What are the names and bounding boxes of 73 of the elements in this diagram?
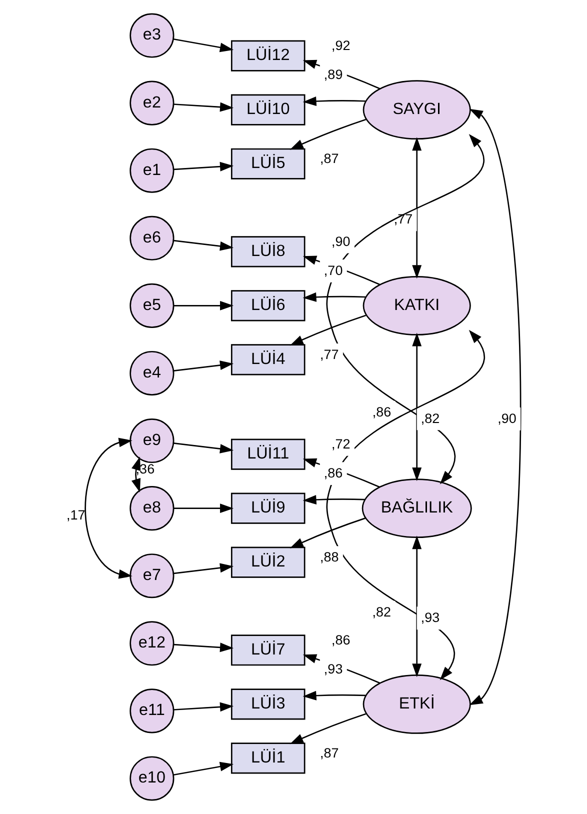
edge-label: ,89 bbox=[324, 67, 343, 82]
edge-label: ,82 bbox=[420, 410, 440, 426]
arrow bbox=[412, 137, 422, 279]
edge-label: ,82 bbox=[372, 604, 392, 620]
node-circle: e9 bbox=[130, 418, 174, 464]
edge-label: ,77 bbox=[394, 212, 413, 227]
edge-label: ,70 bbox=[324, 262, 343, 278]
edge-label: ,93 bbox=[324, 661, 343, 676]
node-box: LÜİ1 bbox=[230, 742, 306, 774]
arrow bbox=[174, 702, 234, 712]
node-circle: e6 bbox=[130, 216, 174, 260]
node-box: LÜİ2 bbox=[230, 546, 306, 578]
arrow bbox=[290, 518, 366, 548]
node-box: LÜİ4 bbox=[230, 344, 306, 376]
arrow bbox=[412, 332, 422, 482]
arrow bbox=[173, 762, 234, 776]
node-ellipse: ETKİ bbox=[362, 674, 471, 734]
arrow bbox=[173, 38, 234, 52]
edge-label: ,72 bbox=[332, 436, 350, 452]
arrow bbox=[290, 713, 366, 744]
edge-label: ,87 bbox=[320, 151, 339, 166]
arrow bbox=[412, 536, 422, 678]
edge-label: ,90 bbox=[332, 234, 350, 249]
node-box: LÜİ9 bbox=[230, 492, 306, 524]
node-circle: e5 bbox=[130, 283, 174, 328]
node-ellipse: SAYGI bbox=[362, 80, 471, 140]
node-box: LÜİ11 bbox=[230, 438, 306, 470]
node-box: LÜİ3 bbox=[230, 688, 306, 720]
node-ellipse: KATKI bbox=[362, 276, 471, 336]
edge-label: ,77 bbox=[320, 346, 339, 362]
edge-label: ,86 bbox=[324, 466, 343, 481]
arrow bbox=[174, 504, 234, 514]
arrow bbox=[174, 240, 234, 251]
arrow bbox=[174, 102, 234, 112]
arrow bbox=[174, 642, 234, 652]
node-circle: e7 bbox=[130, 554, 174, 598]
node-circle: e8 bbox=[130, 486, 174, 531]
node-circle: e3 bbox=[130, 13, 174, 58]
node-circle: e2 bbox=[130, 80, 174, 126]
node-ellipse: BAĞLILIK bbox=[362, 478, 472, 538]
edge-label: ,86 bbox=[372, 404, 392, 420]
arrow bbox=[290, 314, 366, 346]
arrow bbox=[84, 438, 132, 579]
node-box: LÜİ6 bbox=[230, 290, 306, 322]
node-circle: e10 bbox=[130, 756, 174, 801]
arrow bbox=[174, 563, 234, 574]
node-circle: e4 bbox=[130, 350, 174, 396]
node-circle: e1 bbox=[130, 148, 174, 193]
arrow bbox=[174, 300, 234, 310]
arrow bbox=[290, 118, 366, 150]
arrow bbox=[302, 96, 366, 106]
node-box: LÜİ12 bbox=[230, 40, 306, 72]
node-circle: e11 bbox=[130, 688, 174, 734]
edge-label: ,36 bbox=[136, 462, 155, 477]
arrow bbox=[302, 690, 366, 700]
edge-label: ,88 bbox=[320, 550, 339, 565]
arrow bbox=[131, 456, 141, 492]
node-box: LÜİ10 bbox=[230, 94, 306, 126]
arrow bbox=[302, 292, 366, 302]
edge-label: ,17 bbox=[66, 508, 86, 523]
node-circle: e12 bbox=[130, 621, 174, 666]
node-box: LÜİ7 bbox=[230, 634, 306, 666]
edge-label: ,86 bbox=[332, 632, 350, 648]
arrow bbox=[302, 495, 366, 504]
edge-label: ,93 bbox=[420, 610, 440, 626]
node-box: LÜİ5 bbox=[230, 148, 306, 180]
arrow bbox=[174, 442, 234, 454]
edge-label: ,90 bbox=[498, 410, 516, 426]
node-box: LÜİ8 bbox=[230, 236, 306, 268]
edge-label: ,92 bbox=[332, 38, 350, 53]
arrow bbox=[174, 162, 234, 172]
arrow bbox=[174, 360, 234, 372]
edge-label: ,87 bbox=[320, 745, 339, 760]
